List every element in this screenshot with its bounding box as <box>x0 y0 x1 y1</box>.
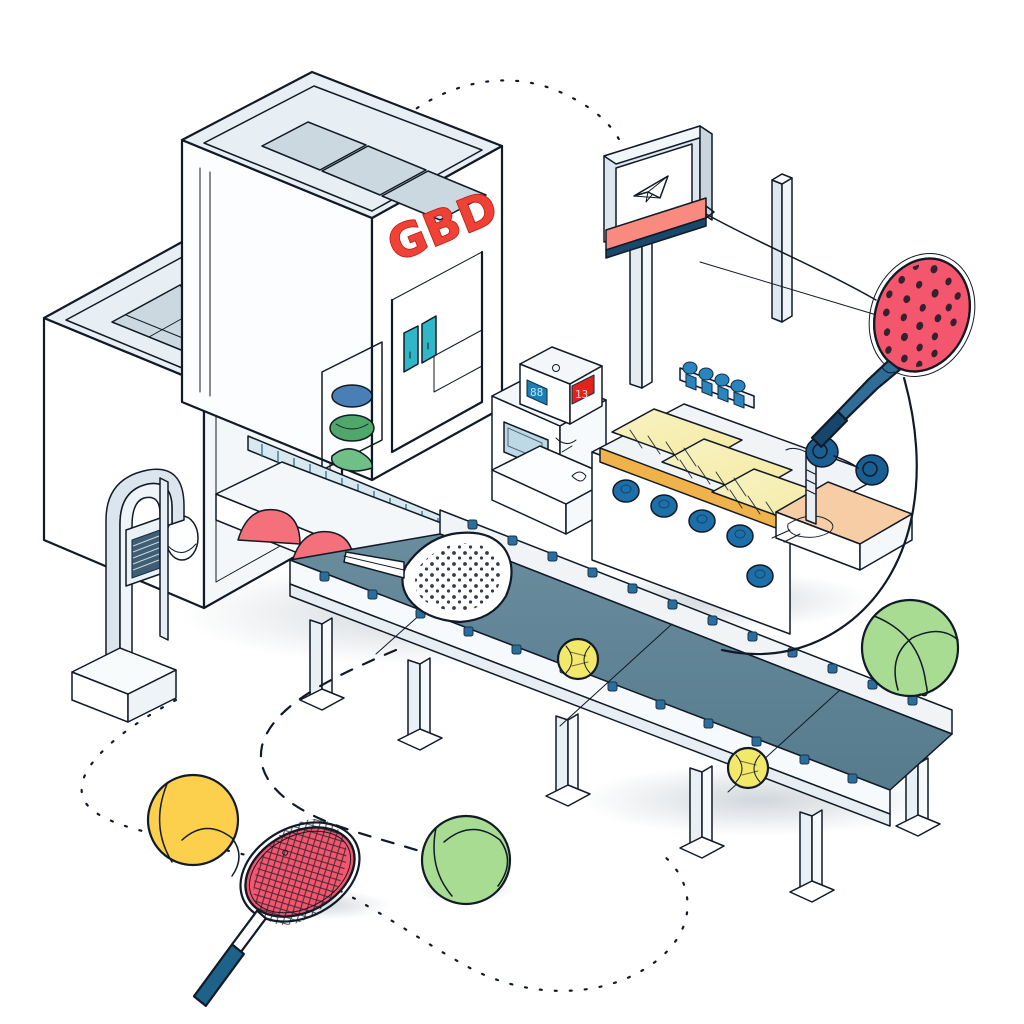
machine-housing: 88 13 <box>491 346 615 535</box>
red-readout-value: 13 <box>575 388 588 401</box>
tennis-ball-green-bottom <box>420 814 512 906</box>
status-display-board <box>603 125 877 389</box>
path-dotted-black-bottom <box>80 698 689 992</box>
tennis-racket-lower-left <box>192 801 366 1007</box>
tennis-ball-yellow-bottom <box>146 773 240 877</box>
conveyor-legs <box>299 617 941 903</box>
tennis-ball-green-right <box>860 598 960 698</box>
scanner-arch <box>71 468 185 723</box>
main-conveyor-belt <box>289 509 953 903</box>
racket-head-mesh <box>343 531 513 624</box>
tennis-ball-belt-2 <box>726 746 770 790</box>
rubber-core-rack <box>321 341 383 472</box>
building-tall-tower: GBD <box>180 70 507 482</box>
background-post <box>699 173 881 323</box>
paper-plane-icon <box>633 175 669 203</box>
tennis-racket-upper-right <box>810 253 976 448</box>
blue-readout-value: 88 <box>530 386 543 399</box>
stringing-station <box>771 436 913 571</box>
machine-control-panel: 88 13 <box>519 346 603 425</box>
path-solid-pink <box>720 376 918 656</box>
tennis-ball-belt-1 <box>556 637 600 681</box>
rail-bolts-near <box>319 571 858 784</box>
nozzle-row <box>679 361 755 409</box>
conveyor-rollers <box>612 479 774 588</box>
